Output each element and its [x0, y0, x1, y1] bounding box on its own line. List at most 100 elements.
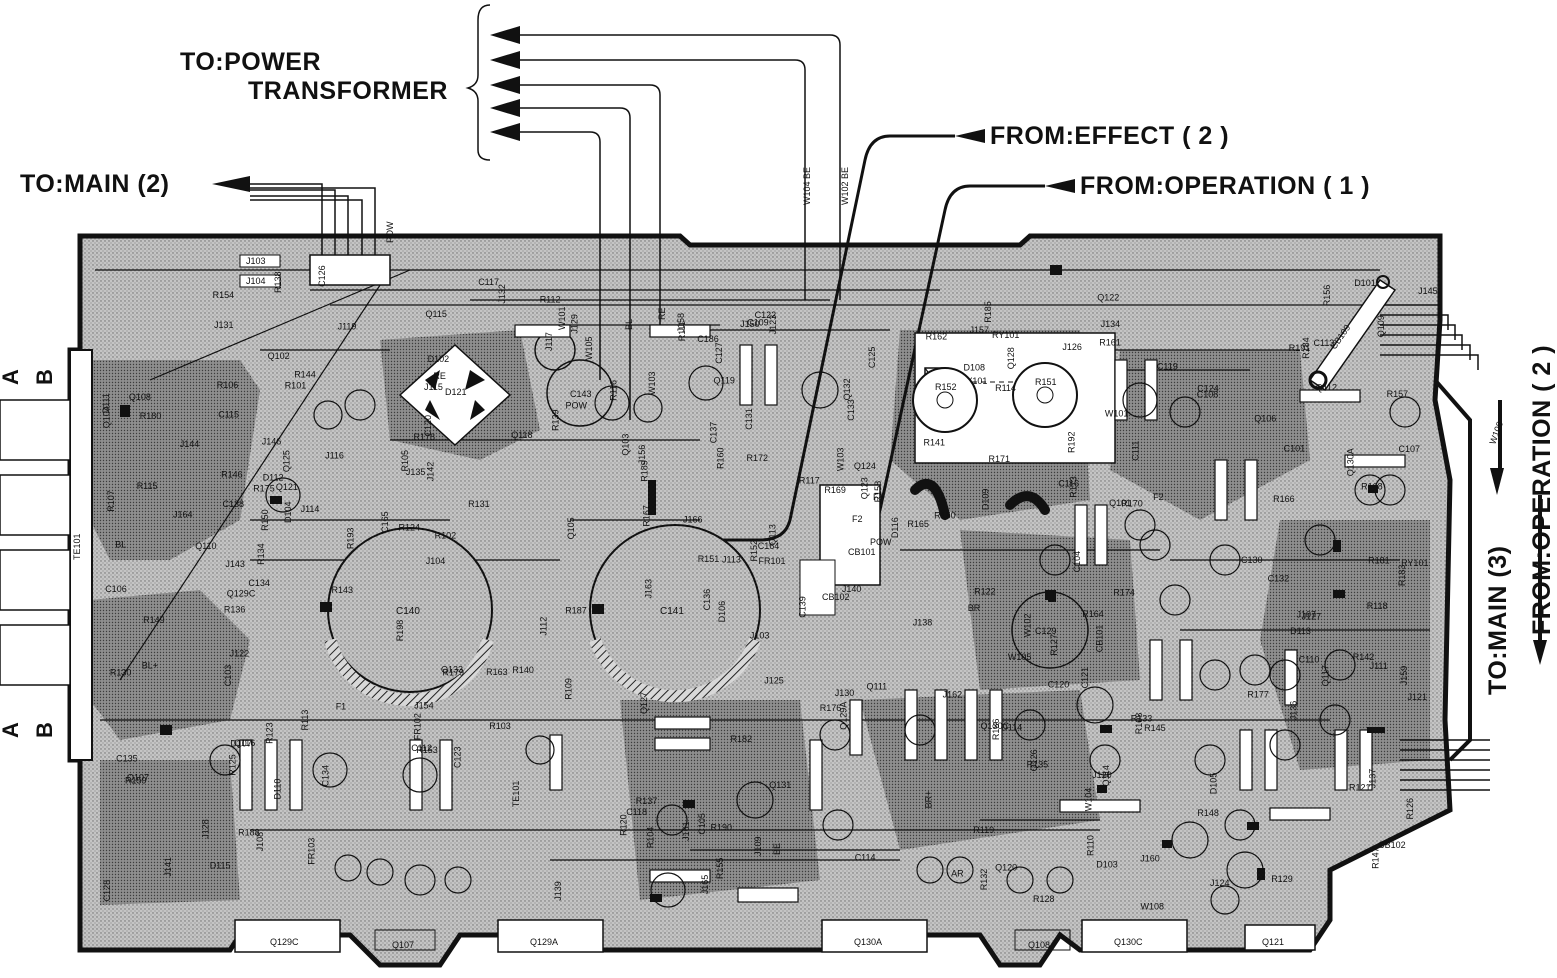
- component-label: J130: [835, 688, 855, 698]
- svg-text:TE101: TE101: [72, 533, 82, 560]
- q130c: [1081, 919, 1188, 953]
- component-label: C138: [223, 499, 245, 509]
- component-label: Q118: [511, 430, 532, 440]
- bridge-rectifier: D121: [398, 343, 512, 447]
- svg-text:J103: J103: [246, 256, 266, 266]
- component-label: R170: [1121, 499, 1143, 509]
- component-label: J120: [1092, 770, 1112, 780]
- component-label: W108: [1141, 902, 1165, 912]
- component-label: FR102: [413, 713, 423, 740]
- component-label: R130: [110, 667, 132, 677]
- svg-text:Q129A: Q129A: [530, 937, 558, 947]
- component-label: J164: [173, 510, 193, 520]
- component-label: Q101: [1109, 498, 1131, 508]
- component-label: C134: [321, 765, 331, 787]
- component-label: C109: [747, 317, 769, 327]
- component-label: FR101: [759, 556, 786, 566]
- component-label: R153: [416, 745, 438, 755]
- svg-text:Q107: Q107: [392, 940, 414, 950]
- component-label: R151: [698, 554, 720, 564]
- q130a: [821, 919, 928, 953]
- component-label: R143: [332, 585, 354, 595]
- component-label: C106: [105, 584, 127, 594]
- component-label: Q104: [102, 406, 112, 428]
- component-label: R141: [924, 437, 946, 447]
- component-label: J142: [425, 462, 435, 482]
- component-label: R101: [285, 381, 307, 391]
- component-label: R113: [300, 710, 310, 731]
- component-label: C123: [453, 746, 463, 768]
- component-label: R198: [395, 620, 405, 642]
- terminal-block-te101: TE101: [0, 349, 93, 761]
- component-label: TE101: [511, 781, 521, 808]
- svg-text:C129: C129: [1035, 626, 1057, 636]
- component-label: D106: [717, 601, 727, 623]
- component-label: R157: [1387, 389, 1409, 399]
- component-label: J146: [262, 437, 282, 447]
- component-label: Q105: [566, 517, 576, 539]
- component-label: R123: [264, 722, 274, 744]
- component-label: Q128: [1006, 347, 1016, 369]
- component-label: R121: [1349, 783, 1371, 793]
- component-label: D116: [890, 517, 900, 538]
- svg-text:Q121: Q121: [1262, 937, 1284, 947]
- power-arrows: [493, 34, 841, 420]
- capacitor-c140: C140: [320, 527, 494, 706]
- component-label: Q111: [867, 681, 888, 691]
- component-label: R163: [486, 667, 508, 677]
- component-label: R134: [256, 543, 266, 565]
- component-label: R179: [443, 667, 465, 677]
- svg-text:W104 BE: W104 BE: [802, 167, 812, 205]
- component-label: W102: [1022, 614, 1032, 638]
- component-label: J128: [200, 819, 210, 839]
- callout-to-main-2: TO:MAIN (2): [20, 170, 170, 198]
- svg-text:Q130C: Q130C: [1114, 937, 1143, 947]
- component-label: C101: [1284, 444, 1306, 454]
- component-label: R183: [1397, 565, 1407, 587]
- component-label: J137: [1367, 769, 1377, 789]
- component-label: R156: [1322, 285, 1332, 307]
- bottom-transistors: Q129C Q129A Q130A Q130C Q121 Q107 Q108: [234, 919, 1316, 953]
- component-label: Q103: [620, 434, 630, 456]
- component-label: D108: [964, 363, 986, 373]
- component-label: Q117: [1320, 665, 1330, 686]
- component-label: J117: [544, 332, 554, 351]
- component-label: BR: [968, 603, 981, 613]
- component-label: BE: [772, 843, 782, 855]
- component-label: Q115: [426, 309, 447, 319]
- fuse-block: F1 F2 CB101 CB102 POW: [799, 484, 892, 616]
- component-label: R182: [731, 734, 753, 744]
- svg-text:F1: F1: [873, 492, 884, 502]
- component-label: C121: [1080, 667, 1090, 689]
- component-label: R125: [227, 754, 237, 776]
- component-label: J134: [1101, 319, 1121, 329]
- callout-to-power-line2: TRANSFORMER: [248, 77, 448, 105]
- component-label: R160: [715, 447, 725, 469]
- component-label: J165: [700, 875, 710, 895]
- component-label: D115: [210, 861, 231, 871]
- component-label: J127: [1302, 612, 1322, 622]
- component-label: R119: [973, 825, 994, 835]
- arrowheads: [212, 26, 1547, 665]
- component-label: J107: [1297, 610, 1317, 620]
- component-label: CB102: [1378, 840, 1406, 850]
- component-label: C164: [758, 541, 780, 551]
- component-label: R162: [926, 331, 948, 341]
- component-label: R155: [715, 858, 725, 880]
- callout-from-effect-2: FROM:EFFECT ( 2 ): [990, 122, 1230, 150]
- component-label: R138: [273, 271, 283, 293]
- component-label: J145: [1418, 286, 1438, 296]
- component-label: J113: [722, 555, 741, 565]
- component-label: R115: [137, 481, 158, 491]
- side-label-a-bottom: A: [0, 722, 23, 738]
- component-label: J124: [1210, 878, 1230, 888]
- component-label: J108: [255, 832, 265, 852]
- component-label: J140: [842, 584, 862, 594]
- component-label: RE: [433, 371, 446, 381]
- component-label: C112: [411, 743, 432, 753]
- component-label: R181: [1368, 556, 1390, 566]
- component-label: J144: [180, 439, 200, 449]
- component-label: C104: [1072, 551, 1082, 573]
- component-label: R107: [106, 490, 116, 512]
